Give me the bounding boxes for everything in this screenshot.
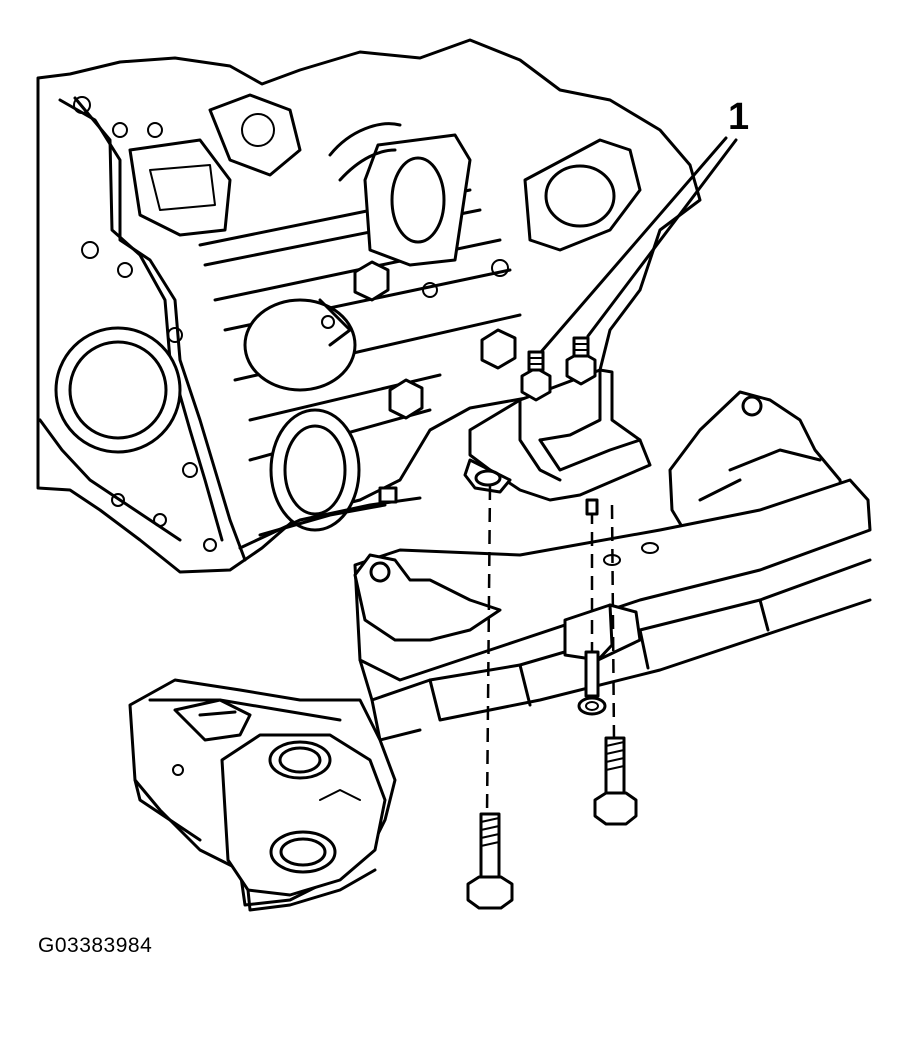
callout-label-1: 1 — [728, 96, 750, 138]
mount-bolt-washer — [577, 498, 607, 716]
engine-mount-bracket — [463, 336, 652, 502]
mount-bolt-left — [466, 812, 514, 910]
figure-id: G03383984 — [38, 934, 153, 957]
mount-stud-nut-left — [520, 350, 552, 402]
callout-leaders — [539, 136, 738, 354]
mount-bolt-right — [593, 736, 638, 826]
mount-stud-nut-right — [565, 336, 597, 386]
engine-block — [36, 38, 702, 574]
